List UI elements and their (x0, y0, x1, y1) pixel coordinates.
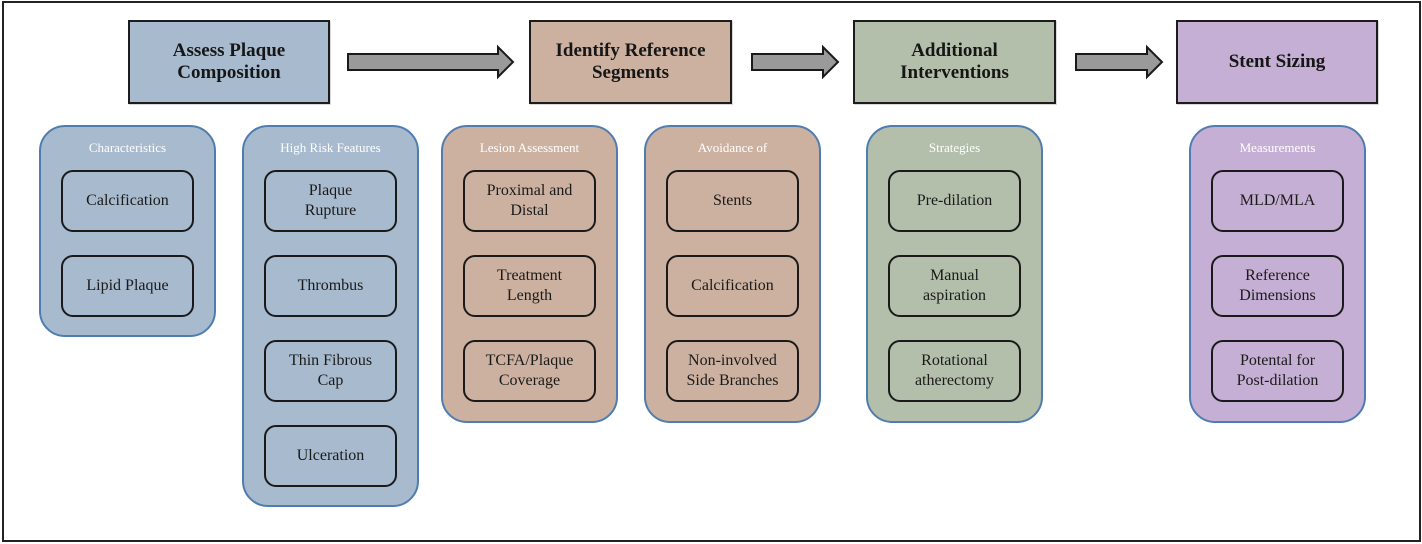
arrow-shape (751, 44, 840, 80)
step-label-line: Identify Reference (555, 40, 706, 61)
step-label-line: Composition (177, 62, 281, 83)
item-lipid-plaque: Lipid Plaque (61, 255, 194, 317)
item-label-line: Potental for (1239, 352, 1316, 369)
step-label-line: Additional (911, 40, 998, 61)
item-label-line: Side Branches (686, 372, 779, 389)
item-label-line: Manual (930, 267, 979, 284)
item-mld-mla: MLD/MLA (1211, 170, 1344, 232)
right-arrow-icon (751, 44, 840, 80)
arrow-shape (347, 44, 515, 80)
item-label-line: Plaque (308, 182, 353, 199)
item-label-line: Calcification (691, 277, 774, 294)
item-label-line: Post-dilation (1236, 372, 1319, 389)
group-title: Avoidance of (697, 140, 768, 155)
item-label-line: Rupture (304, 202, 357, 219)
item-label-line: Reference (1245, 267, 1310, 284)
item-label-line: Distal (510, 202, 549, 219)
group-title: Measurements (1239, 140, 1316, 155)
item-rotational-atherectomy: Rotational atherectomy (888, 340, 1021, 402)
arrow-shape (1075, 44, 1164, 80)
right-arrow-icon (347, 44, 515, 80)
step-label-line: Stent Sizing (1228, 51, 1326, 72)
item-label-line: atherectomy (914, 372, 995, 389)
item-label-line: Dimensions (1239, 287, 1316, 304)
item-ulceration: Ulceration (264, 425, 397, 487)
group-title: Lesion Assessment (479, 140, 580, 155)
item-label-line: Ulceration (296, 447, 365, 464)
item-label-line: Length (506, 287, 553, 304)
item-label-line: Treatment (496, 267, 563, 284)
item-label-line: MLD/MLA (1239, 192, 1316, 209)
right-arrow-icon (1075, 44, 1164, 80)
item-label-line: Calcification (86, 192, 169, 209)
group-title: Characteristics (88, 140, 167, 155)
item-label-line: aspiration (922, 287, 987, 304)
item-label-line: Rotational (921, 352, 988, 369)
step-label-line: Segments (591, 62, 670, 83)
step-label-line: Assess Plaque (172, 40, 286, 61)
item-label-line: Coverage (498, 372, 561, 389)
item-label-line: Thin Fibrous (288, 352, 373, 369)
item-thrombus: Thrombus (264, 255, 397, 317)
group-title: Strategies (928, 140, 981, 155)
item-label-line: Stents (712, 192, 753, 209)
item-label-line: TCFA/Plaque (485, 352, 574, 369)
item-manual-aspiration: Manual aspiration (888, 255, 1021, 317)
item-calcification: Calcification (61, 170, 194, 232)
step-label-line: Interventions (900, 62, 1009, 83)
item-label-line: Lipid Plaque (86, 277, 169, 294)
item-stents: Stents (666, 170, 799, 232)
item-label-line: Cap (317, 372, 344, 389)
item-label-line: Non-involved (688, 352, 777, 369)
step-stent-sizing: Stent Sizing (1176, 20, 1378, 104)
item-label-line: Pre-dilation (916, 192, 993, 209)
group-title: High Risk Features (280, 140, 381, 155)
item-pre-dilation: Pre-dilation (888, 170, 1021, 232)
item-label-line: Thrombus (297, 277, 364, 294)
item-label-line: Proximal and (486, 182, 573, 199)
item-calcification: Calcification (666, 255, 799, 317)
